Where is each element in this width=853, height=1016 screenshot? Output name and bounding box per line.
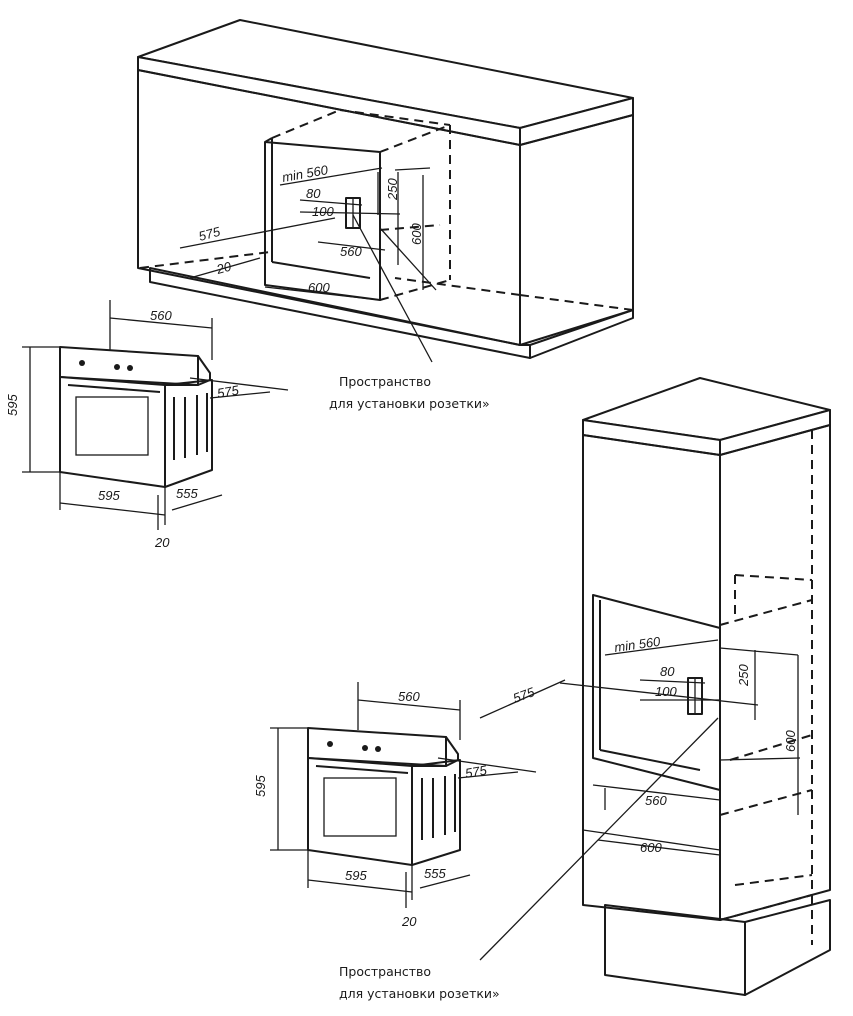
top-oven-dimensions: 560 595 575 595 555 20: [5, 308, 241, 550]
dim-600-h: 600: [640, 840, 662, 855]
dim-100: 100: [312, 204, 334, 219]
oven-width-top: 560: [150, 308, 172, 323]
oven-depth-bottom: 555: [424, 866, 446, 881]
oven-niche: [592, 594, 721, 791]
undercounter-cabinet: [137, 19, 634, 363]
oven-depth-side: 575: [464, 762, 489, 781]
dim-20: 20: [214, 258, 234, 277]
oven-height: 595: [5, 394, 20, 416]
dim-575: 575: [197, 224, 223, 244]
dim-560: 560: [340, 244, 362, 259]
oven-top: [22, 300, 289, 530]
caption-line-1: Пространство: [339, 964, 431, 979]
knob-icon: [127, 365, 133, 371]
caption-line-2: для установки розетки»: [329, 396, 490, 411]
dim-575: 575: [511, 684, 537, 706]
dim-250: 250: [385, 178, 400, 201]
oven-offset: 20: [154, 535, 170, 550]
tall-cabinet-dimensions: min 560 80 100 250 600 575 560 600: [511, 634, 798, 855]
dim-600-v: 600: [783, 730, 798, 752]
oven-width-bottom: 595: [345, 868, 367, 883]
dim-80: 80: [306, 186, 321, 201]
caption-line-1: Пространство: [339, 374, 431, 389]
dim-250: 250: [736, 664, 751, 687]
bottom-oven-dimensions: 560 595 575 595 555 20: [253, 689, 489, 929]
bottom-caption: Пространство для установки розетки»: [339, 964, 500, 1001]
oven-depth-bottom: 555: [176, 486, 198, 501]
dim-100: 100: [655, 684, 677, 699]
tall-cabinet: [479, 377, 831, 996]
dim-min-width: min 560: [281, 162, 330, 185]
knob-icon: [327, 741, 333, 747]
knob-icon: [79, 360, 85, 366]
top-cabinet-dimensions: min 560 80 100 250 600 575 20 560 600: [197, 162, 424, 295]
dim-600-h: 600: [308, 280, 330, 295]
caption-line-2: для установки розетки»: [339, 986, 500, 1001]
dim-min-width: min 560: [613, 634, 662, 655]
knob-icon: [362, 745, 368, 751]
oven-depth-side: 575: [216, 382, 241, 401]
oven-width-top: 560: [398, 689, 420, 704]
knob-icon: [114, 364, 120, 370]
oven-width-bottom: 595: [98, 488, 120, 503]
dim-560: 560: [645, 793, 667, 808]
knob-icon: [375, 746, 381, 752]
oven-height: 595: [253, 775, 268, 797]
oven-offset: 20: [401, 914, 417, 929]
top-caption: Пространство для установки розетки»: [329, 374, 490, 411]
oven-bottom: [270, 682, 537, 908]
dim-80: 80: [660, 664, 675, 679]
dim-600-v: 600: [409, 223, 424, 245]
